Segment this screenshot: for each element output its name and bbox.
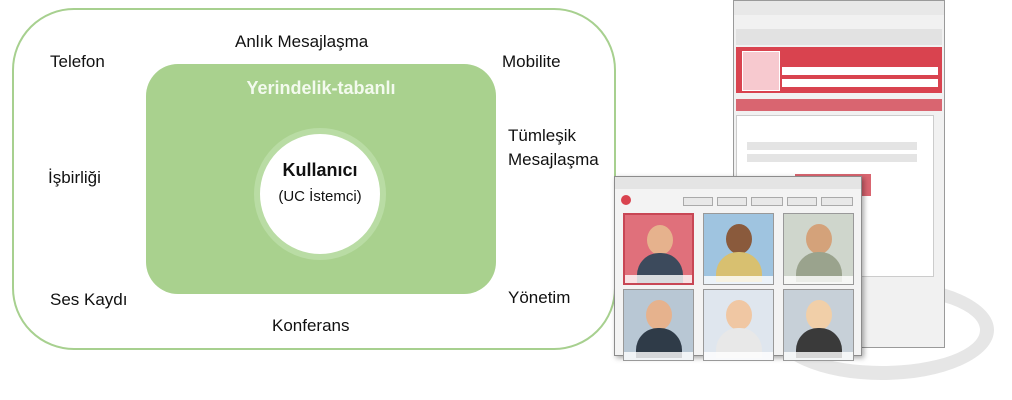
video-button (683, 197, 713, 206)
video-button (787, 197, 817, 206)
video-tile-selected (623, 213, 694, 285)
group-row (747, 142, 917, 150)
uc-toolbar (736, 29, 942, 45)
video-button-row (683, 197, 855, 207)
video-title-bar (615, 177, 861, 189)
user-subtitle: (UC İstemci) (278, 188, 362, 205)
label-tumlesik: Tümleşik (508, 126, 577, 145)
uc-menu-bar (734, 15, 944, 27)
label-telefon: Telefon (50, 52, 105, 71)
video-tile (703, 289, 774, 361)
video-tile (703, 213, 774, 285)
uc-title-bar (734, 1, 944, 15)
status-dropdown (782, 67, 938, 75)
uc-tab-strip (736, 99, 942, 111)
video-tile (783, 213, 854, 285)
video-button (821, 197, 853, 206)
video-tile (783, 289, 854, 361)
user-title: Kullanıcı (282, 160, 358, 180)
video-window (614, 176, 862, 361)
label-anlik-mesajlasma: Anlık Mesajlaşma (235, 32, 369, 51)
record-icon (621, 195, 631, 205)
label-isbirligi: İşbirliği (48, 168, 101, 187)
group-row (747, 154, 917, 162)
presence-title: Yerindelik-tabanlı (246, 78, 396, 98)
label-ses-kaydi: Ses Kaydı (50, 290, 128, 309)
label-mesajlasma: Mesajlaşma (508, 150, 599, 169)
label-mobilite: Mobilite (502, 52, 561, 71)
user-avatar-icon (742, 51, 780, 91)
user-circle (254, 128, 386, 260)
video-button (717, 197, 747, 206)
schedule-dropdown (782, 79, 938, 87)
video-button (751, 197, 783, 206)
label-konferans: Konferans (272, 316, 350, 335)
uc-profile-panel (736, 47, 942, 93)
label-yonetim: Yönetim (508, 288, 571, 307)
video-tile (623, 289, 694, 361)
